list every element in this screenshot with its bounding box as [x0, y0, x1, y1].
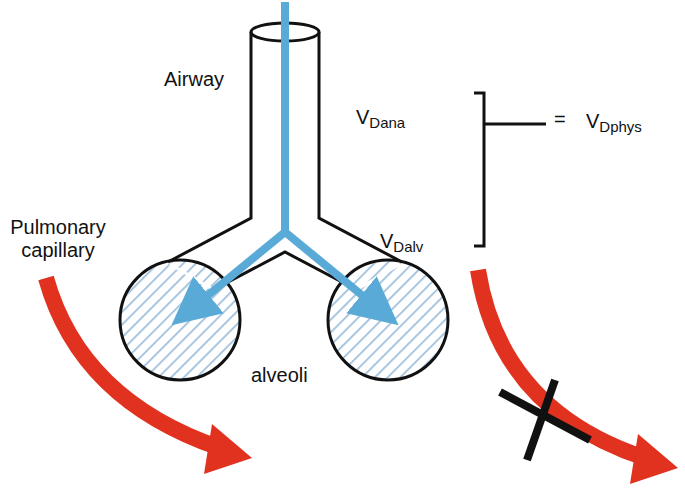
structure-label: alveoli [251, 364, 308, 387]
airway-label: Airway [164, 68, 224, 91]
vessel-label: Pulmonary capillary [2, 216, 114, 262]
dead-space-label: VDalv [380, 230, 423, 255]
equals-sign: = [554, 108, 566, 131]
dead-space-label: VDana [356, 106, 405, 131]
dead-space-label: VDphys [586, 110, 642, 135]
